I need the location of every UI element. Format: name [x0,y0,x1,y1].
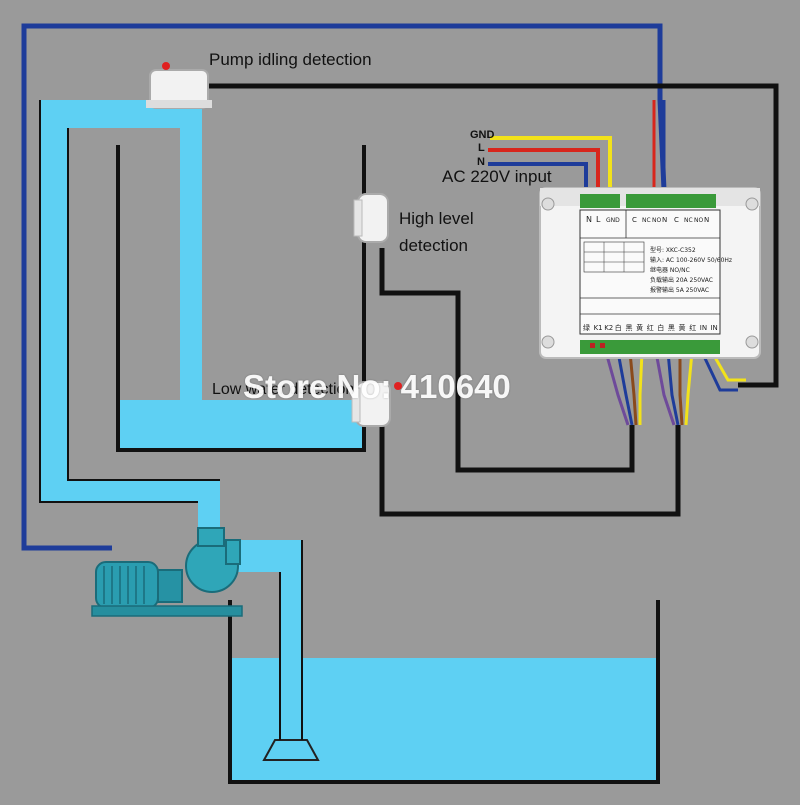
terminal-n-label: N [586,215,592,224]
ac-input-label: AC 220V input [442,167,552,187]
pump-inlet [226,540,240,564]
upper-tank-water [120,400,362,448]
controller-module: N L GND C NC NO N C NC NO N 型号: XKC-C352… [540,188,760,358]
inner-riser-pipe [180,100,202,410]
bottom-code-cell: 绿 [583,323,590,332]
pump-feed-pipe [40,480,220,502]
bottom-code-cell: 黄 [679,323,686,332]
terminal-c2-label: C [674,216,679,224]
pump-idling-label: Pump idling detection [209,50,372,70]
controller-spec-alarm: 报警输出 5A 250VAC [650,286,709,294]
power-terminal-block [580,194,620,208]
pump-outlet [198,528,224,546]
terminal-nc2-label: NC [684,217,693,224]
high-level-label-line2: detection [399,236,468,256]
gnd-label: GND [470,129,494,141]
lower-tank-water [232,658,656,780]
high-level-label-line1: High level [399,209,474,229]
output-terminal-block [626,194,716,208]
terminal-no1-label: NO [652,217,661,224]
bottom-code-cell: K2 [604,324,613,332]
bottom-code-cell: 白 [657,323,664,332]
terminal-n1-label: N [662,216,667,224]
store-watermark: Store No: 410640 [243,368,511,406]
controller-spec-load: 负载输出 20A 250VAC [650,276,713,284]
terminal-nc1-label: NC [642,217,651,224]
terminal-no2-label: NO [694,217,703,224]
n-label: N [477,156,485,168]
bottom-code-cell: 白 [615,323,622,332]
bottom-code-cell: K1 [594,324,603,332]
bottom-code-cell: 黄 [636,323,643,332]
idle-sensor-led [162,62,170,70]
terminal-l-label: L [596,215,601,224]
pump-base [92,606,242,616]
left-riser-pipe [40,100,68,500]
bottom-code-cell: 黑 [668,324,675,332]
controller-spec-relay: 继电器 NO/NC [650,266,690,274]
bottom-code-cell: IN [700,324,707,332]
bottom-code-cell: 红 [647,323,654,332]
terminal-gnd-label: GND [606,217,620,224]
high-level-sensor [354,194,388,242]
pump-motor [96,562,158,608]
bottom-code-cell: IN [710,324,717,332]
terminal-c1-label: C [632,216,637,224]
bottom-code-cell: 黑 [626,324,633,332]
terminal-n2-label: N [704,216,709,224]
l-label: L [478,142,485,154]
controller-model: 型号: XKC-C352 [650,246,696,254]
controller-spec-input: 输入: AC 100-260V 50/60Hz [650,256,732,264]
bottom-code-cell: 红 [689,323,696,332]
